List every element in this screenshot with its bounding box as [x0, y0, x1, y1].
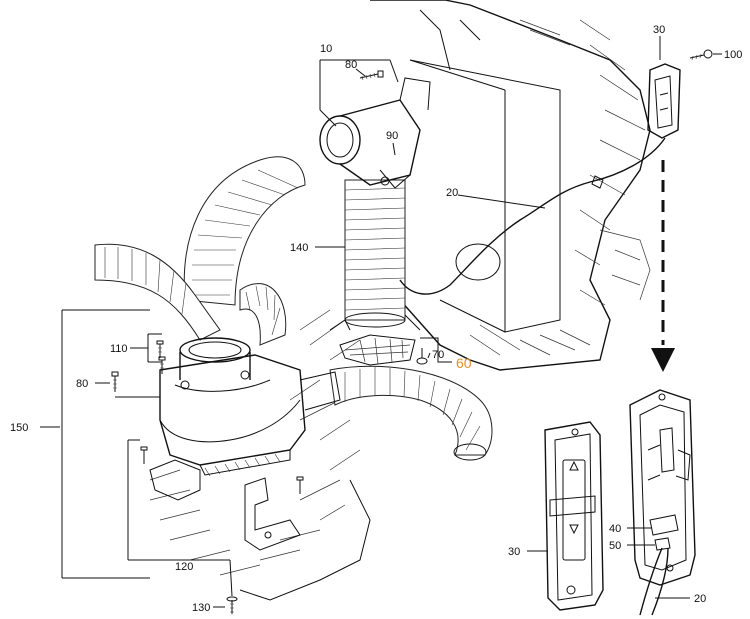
leader-lines — [40, 36, 722, 608]
control-cable-detail — [639, 547, 669, 616]
screw-130 — [226, 596, 238, 614]
label-80-left: 80 — [76, 378, 88, 390]
label-10: 10 — [320, 43, 332, 55]
screw-100 — [689, 49, 713, 61]
label-30-detail: 30 — [508, 546, 520, 558]
label-40: 40 — [609, 523, 621, 535]
mounting-brackets — [149, 459, 301, 551]
hose-vertical-140 — [344, 179, 406, 328]
label-60: 60 — [456, 355, 472, 371]
screw-extra-2 — [296, 476, 304, 494]
floor-grille — [329, 314, 421, 366]
label-80-top: 80 — [345, 59, 357, 71]
screw-extra-1 — [140, 446, 148, 464]
vehicle-body-panel — [370, 0, 651, 371]
label-70: 70 — [432, 349, 444, 361]
label-20-top: 20 — [446, 187, 458, 199]
detail-arrow — [651, 160, 675, 372]
label-150: 150 — [10, 422, 28, 434]
screw-80-left — [111, 371, 119, 392]
screw-110-a — [156, 340, 164, 358]
label-30-top: 30 — [653, 24, 665, 36]
label-90: 90 — [386, 130, 398, 142]
switch-back-detail — [629, 389, 696, 586]
switch-front-detail — [544, 421, 604, 611]
hose-right-outlet — [329, 365, 493, 461]
label-110: 110 — [110, 343, 128, 355]
hose-lower-loop — [239, 283, 287, 346]
screw-70 — [416, 348, 428, 365]
label-130: 130 — [192, 602, 210, 614]
blower-unit — [159, 337, 341, 477]
label-100: 100 — [724, 49, 742, 61]
screw-80-top — [359, 70, 384, 81]
label-20-detail: 20 — [694, 593, 706, 605]
label-120: 120 — [175, 561, 193, 573]
hose-upper-arc — [183, 156, 306, 306]
air-outlet-elbow — [319, 77, 431, 189]
control-switch-mounted — [647, 63, 681, 139]
control-cable — [399, 137, 666, 295]
label-50: 50 — [609, 540, 621, 552]
part-labels: 10 80 90 20 140 30 100 70 60 110 80 150 … — [10, 24, 742, 614]
vehicle-floor — [149, 309, 371, 601]
label-140: 140 — [290, 242, 308, 254]
hose-left-inlet — [94, 243, 221, 341]
